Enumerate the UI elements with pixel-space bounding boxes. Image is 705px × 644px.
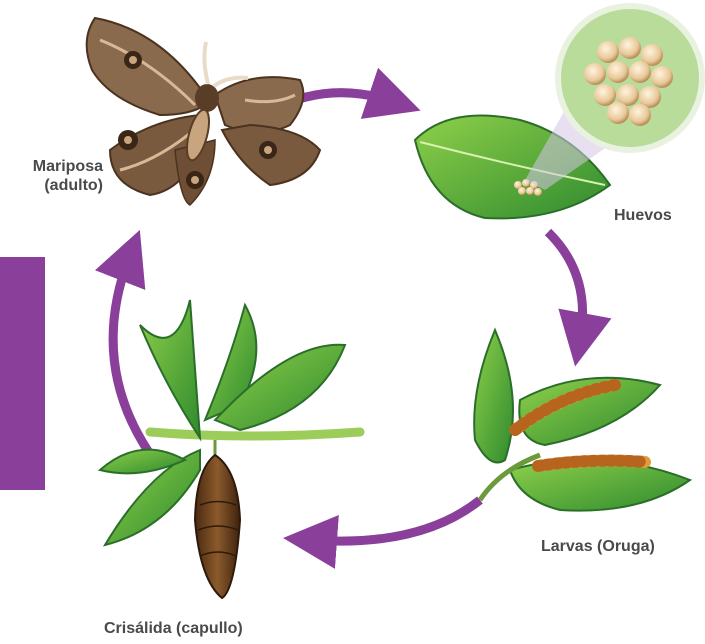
label-adulto-line2: (adulto): [6, 176, 103, 195]
arrow-eggs-to-larvae: [548, 232, 583, 340]
eggs-closeup-icon: [558, 6, 702, 150]
chrysalis-branch-icon: [100, 300, 360, 598]
label-crisalida: Crisálida (capullo): [104, 619, 243, 638]
moth-icon: [87, 18, 320, 205]
label-adulto: Mariposa (adulto): [6, 157, 103, 195]
caterpillars-on-leaves-icon: [474, 330, 690, 511]
label-huevos: Huevos: [614, 206, 672, 225]
label-larvas: Larvas (Oruga): [541, 537, 655, 556]
arrow-larvae-to-pupa: [310, 500, 480, 541]
caterpillar-2: [538, 461, 645, 466]
label-adulto-line1: Mariposa: [6, 157, 103, 176]
